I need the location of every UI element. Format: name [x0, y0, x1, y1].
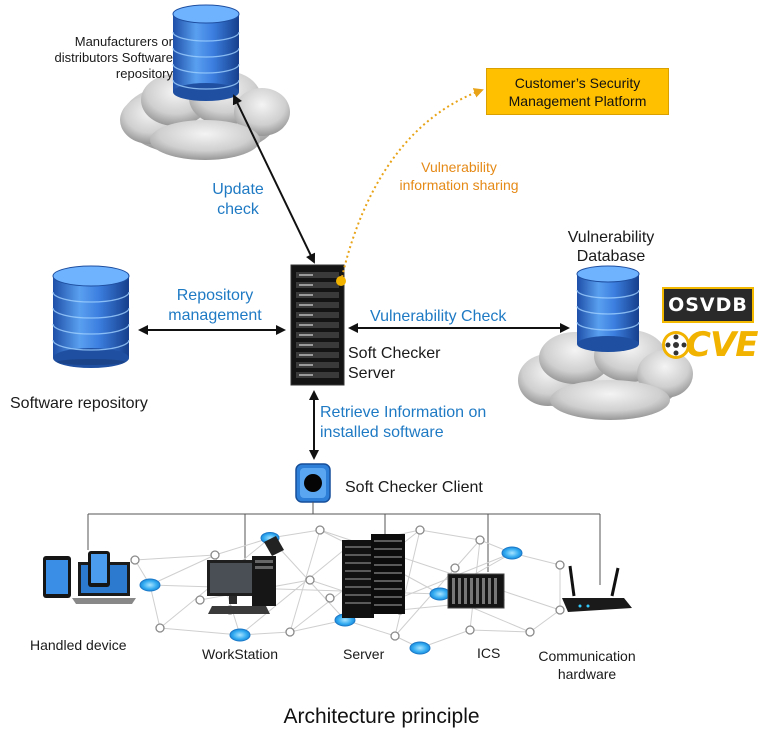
software-repository-database-icon	[52, 265, 130, 368]
cve-logo-text: CVE	[686, 325, 758, 365]
vulnerability-sharing-label: Vulnerability information sharing	[384, 158, 534, 194]
vulnerability-sharing-arrow	[341, 88, 484, 278]
workstation-label: WorkStation	[202, 646, 278, 662]
handled-device-label: Handled device	[30, 637, 127, 653]
retrieve-information-label: Retrieve Information on installed softwa…	[320, 403, 486, 443]
repository-management-label: Repository management	[150, 286, 280, 326]
server-name-line2: Server	[348, 365, 396, 382]
client-bus-lines	[87, 502, 601, 585]
vulnerability-check-label: Vulnerability Check	[370, 308, 507, 325]
manufacturers-repo-line1: Manufacturers or	[74, 34, 173, 49]
security-platform-line1: Customer’s Security	[514, 74, 641, 91]
server-name-line1: Soft Checker	[348, 345, 441, 362]
cve-reel-icon	[662, 331, 690, 359]
security-management-platform-box: Customer’s Security Management Platform	[486, 68, 669, 115]
vuln-database-line2: Database	[576, 248, 646, 265]
update-check-line2: check	[217, 201, 259, 218]
software-repository-label: Software repository	[10, 395, 148, 412]
vulnerability-database-label: Vulnerability Database	[546, 228, 676, 266]
vuln-database-line1: Vulnerability	[567, 229, 655, 246]
retrieve-info-line2: installed software	[320, 424, 444, 441]
ics-label: ICS	[477, 645, 501, 661]
server-label: Server	[343, 646, 385, 662]
comm-hardware-line1: Communication	[538, 648, 636, 664]
server-rack-icon	[342, 534, 405, 618]
ics-rack-icon	[447, 573, 505, 609]
diagram-caption: Architecture principle	[283, 705, 480, 728]
soft-checker-client-icon	[295, 463, 331, 503]
soft-checker-client-label: Soft Checker Client	[345, 479, 483, 496]
manufacturers-database-icon	[172, 4, 240, 101]
workstation-icon	[207, 536, 284, 614]
manufacturers-repo-label: Manufacturers or distributors Software r…	[30, 34, 174, 82]
comm-hardware-line2: hardware	[557, 666, 617, 682]
osvdb-logo: OSVDB	[662, 287, 754, 323]
update-check-label: Update check	[196, 180, 280, 220]
update-check-arrow	[232, 94, 316, 264]
repo-management-line1: Repository	[176, 287, 254, 304]
security-platform-line2: Management Platform	[508, 92, 647, 109]
manufacturers-repo-line2: distributors Software	[54, 50, 174, 65]
retrieve-info-line1: Retrieve Information on	[320, 404, 487, 421]
vuln-sharing-line1: Vulnerability	[421, 159, 497, 175]
vuln-sharing-line2: information sharing	[399, 177, 519, 193]
soft-checker-server-icon	[290, 264, 346, 386]
repo-management-line2: management	[168, 307, 262, 324]
manufacturers-repo-line3: repository	[115, 66, 173, 81]
soft-checker-server-label: Soft Checker Server	[348, 344, 440, 384]
vulnerability-database-icon	[576, 265, 640, 352]
tablet-laptop-icon	[43, 551, 136, 604]
update-check-line1: Update	[212, 181, 264, 198]
communication-hardware-label: Communication hardware	[538, 647, 636, 683]
router-icon	[562, 565, 632, 612]
